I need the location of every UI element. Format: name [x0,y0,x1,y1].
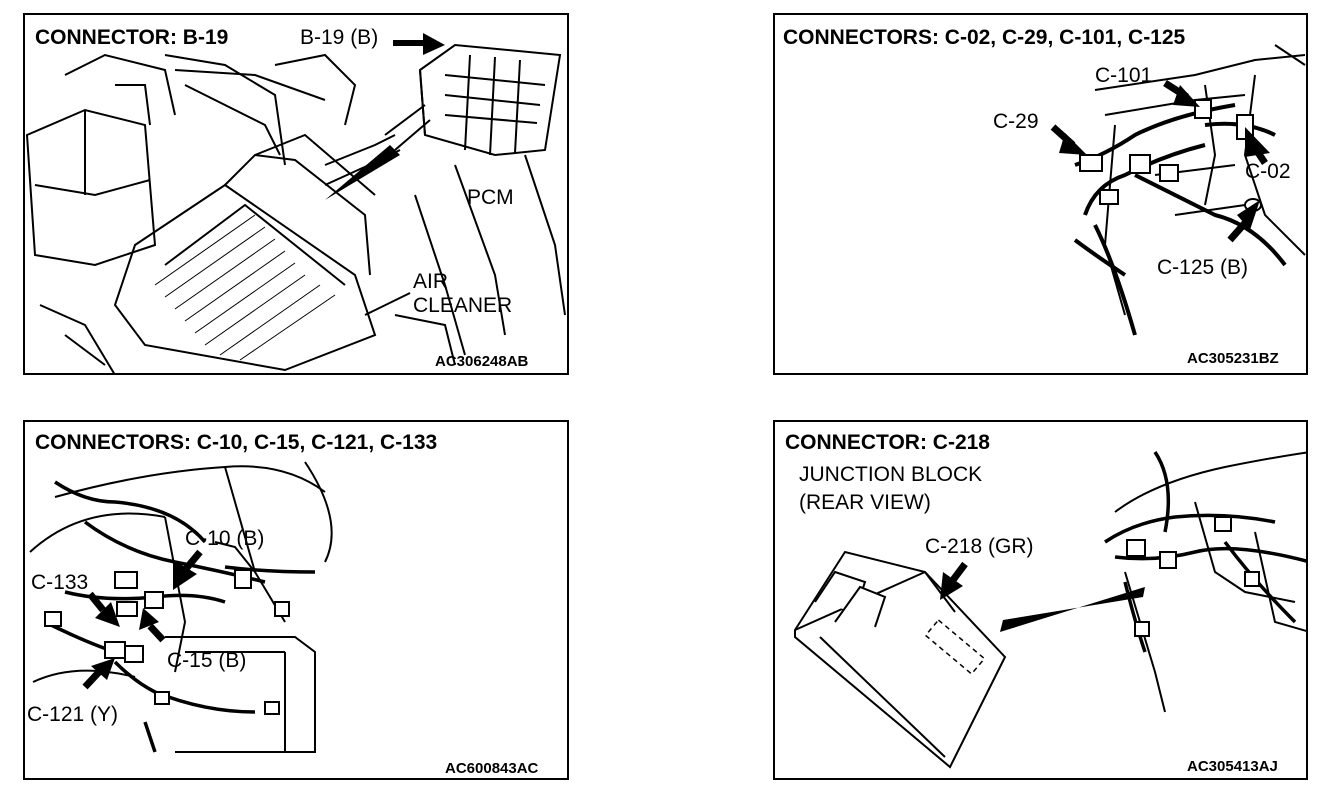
figure-code: AC306248AB [435,353,529,370]
arrow-c101 [1163,80,1200,107]
arrow-c218 [940,561,968,600]
arrow-c125 [1227,200,1260,243]
label-c125: C-125 (B) [1157,256,1249,279]
arrow-c133 [87,591,120,627]
figure-code: AC305413AJ [1187,758,1278,775]
panel-title: CONNECTOR: B-19 [35,26,229,49]
label-cleaner: CLEANER [413,294,513,317]
label-rear-view: (REAR VIEW) [799,491,931,514]
arrow-c29 [1050,124,1087,155]
label-air: AIR [413,270,449,293]
panel-title: CONNECTOR: C-218 [785,431,990,454]
label-c10: C-10 (B) [185,527,265,550]
label-c133: C-133 [31,571,89,594]
arrow-c15 [139,608,166,643]
arrow-b19 [393,33,445,55]
panel-title: CONNECTORS: C-10, C-15, C-121, C-133 [35,431,438,454]
junction-block-illustration [794,451,1306,769]
junction-block [794,550,1007,769]
label-c218: C-218 (GR) [925,535,1034,558]
dashboard-harness-illustration [1050,44,1306,336]
panel-connectors-c02-c29-c101-c125: CONNECTORS: C-02, C-29, C-101, C-125 C-1… [773,13,1308,375]
engine-bay-illustration [25,33,566,373]
label-pcm: PCM [467,186,514,209]
label-c29: C-29 [993,110,1039,133]
panel-title: CONNECTORS: C-02, C-29, C-101, C-125 [783,26,1186,49]
label-c101: C-101 [1095,64,1153,87]
pointer-wedge [1000,587,1145,632]
panel-connector-b19: CONNECTOR: B-19 B-19 (B) PCM AIR CLEANER… [23,13,569,375]
dashboard-harness-illustration [29,461,333,753]
arrow-c02 [1245,127,1270,165]
label-c121: C-121 (Y) [27,703,119,726]
arrow-c10 [173,549,203,590]
arrow-c121 [82,658,115,690]
label-c15: C-15 (B) [167,649,247,672]
panel-connector-c218: CONNECTOR: C-218 JUNCTION BLOCK (REAR VI… [773,420,1308,780]
label-c02: C-02 [1245,160,1291,183]
pointer-wedge [325,145,400,200]
label-b19: B-19 (B) [300,26,379,49]
label-junction-block: JUNCTION BLOCK [799,463,983,486]
figure-code: AC600843AC [445,760,539,777]
panel-connectors-c10-c15-c121-c133: CONNECTORS: C-10, C-15, C-121, C-133 C-1… [23,420,569,780]
figure-code: AC305231BZ [1187,350,1279,367]
